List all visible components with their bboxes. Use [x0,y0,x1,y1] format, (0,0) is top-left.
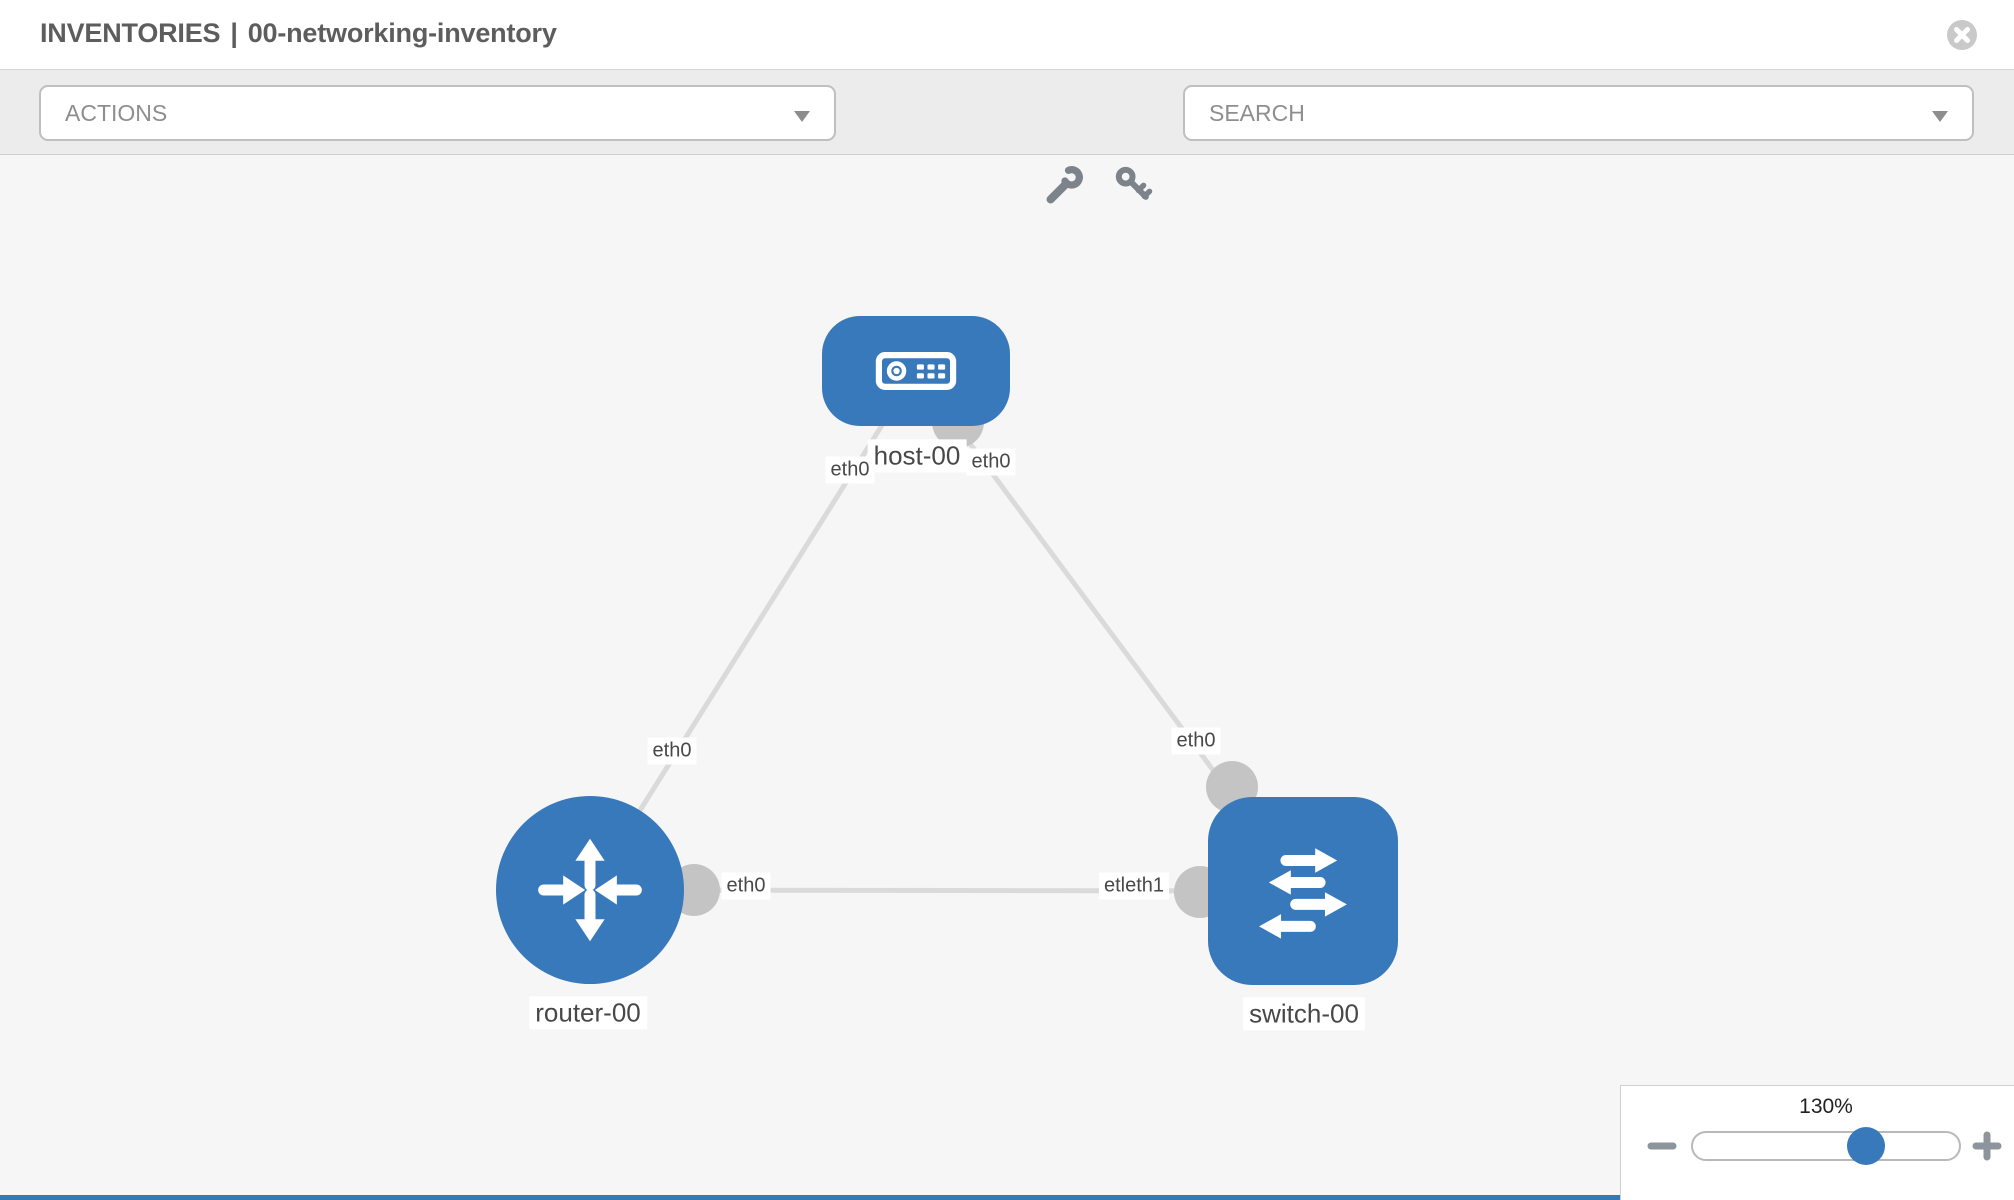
host-icon [875,352,957,390]
close-icon [1947,20,1977,50]
page-title: INVENTORIES | 00-networking-inventory [40,18,557,49]
chevron-down-icon [794,111,810,122]
zoom-level: 130% [1799,1095,1853,1118]
node-host-00[interactable] [822,316,1010,426]
search-label: SEARCH [1209,99,1305,126]
title-separator: | [230,18,238,48]
search-dropdown[interactable]: SEARCH [1183,85,1974,141]
node-label-switch-00: switch-00 [1243,997,1365,1031]
close-button[interactable] [1946,19,1978,51]
node-switch-00[interactable] [1208,797,1398,985]
zoom-slider-handle[interactable] [1846,1127,1885,1165]
breadcrumb: INVENTORIES [40,18,221,48]
interface-label: eth0 [721,872,771,900]
header: INVENTORIES | 00-networking-inventory [0,0,2014,70]
bottom-accent-bar [0,1195,1622,1200]
zoom-panel: 130% [1620,1085,2014,1200]
node-label-router-00: router-00 [529,996,647,1030]
minus-icon [1647,1142,1677,1150]
interface-label: eth0 [825,456,875,484]
zoom-slider-track[interactable] [1691,1127,1961,1165]
node-router-00[interactable] [496,796,684,984]
interface-label: etleth1 [1098,872,1170,900]
actions-label: ACTIONS [65,99,168,126]
zoom-out-button[interactable] [1645,1129,1679,1163]
network-canvas[interactable] [0,155,2014,1200]
key-button[interactable] [1110,162,1156,208]
toolbar: ACTIONS S [0,70,2014,204]
node-label-host-00: host-00 [867,439,967,473]
interface-label: eth0 [966,448,1016,476]
zoom-in-button[interactable] [1970,1129,2004,1163]
wrench-button[interactable] [1042,162,1088,208]
plus-icon [1972,1131,2002,1161]
interface-label: eth0 [1171,727,1221,755]
inventory-name: 00-networking-inventory [247,18,557,48]
router-icon [538,838,642,942]
interface-label: eth0 [647,737,697,765]
wrench-icon [1046,166,1083,204]
key-icon [1115,166,1153,200]
actions-dropdown[interactable]: ACTIONS [39,85,836,141]
switch-icon [1259,848,1347,939]
chevron-down-icon [1932,111,1948,122]
